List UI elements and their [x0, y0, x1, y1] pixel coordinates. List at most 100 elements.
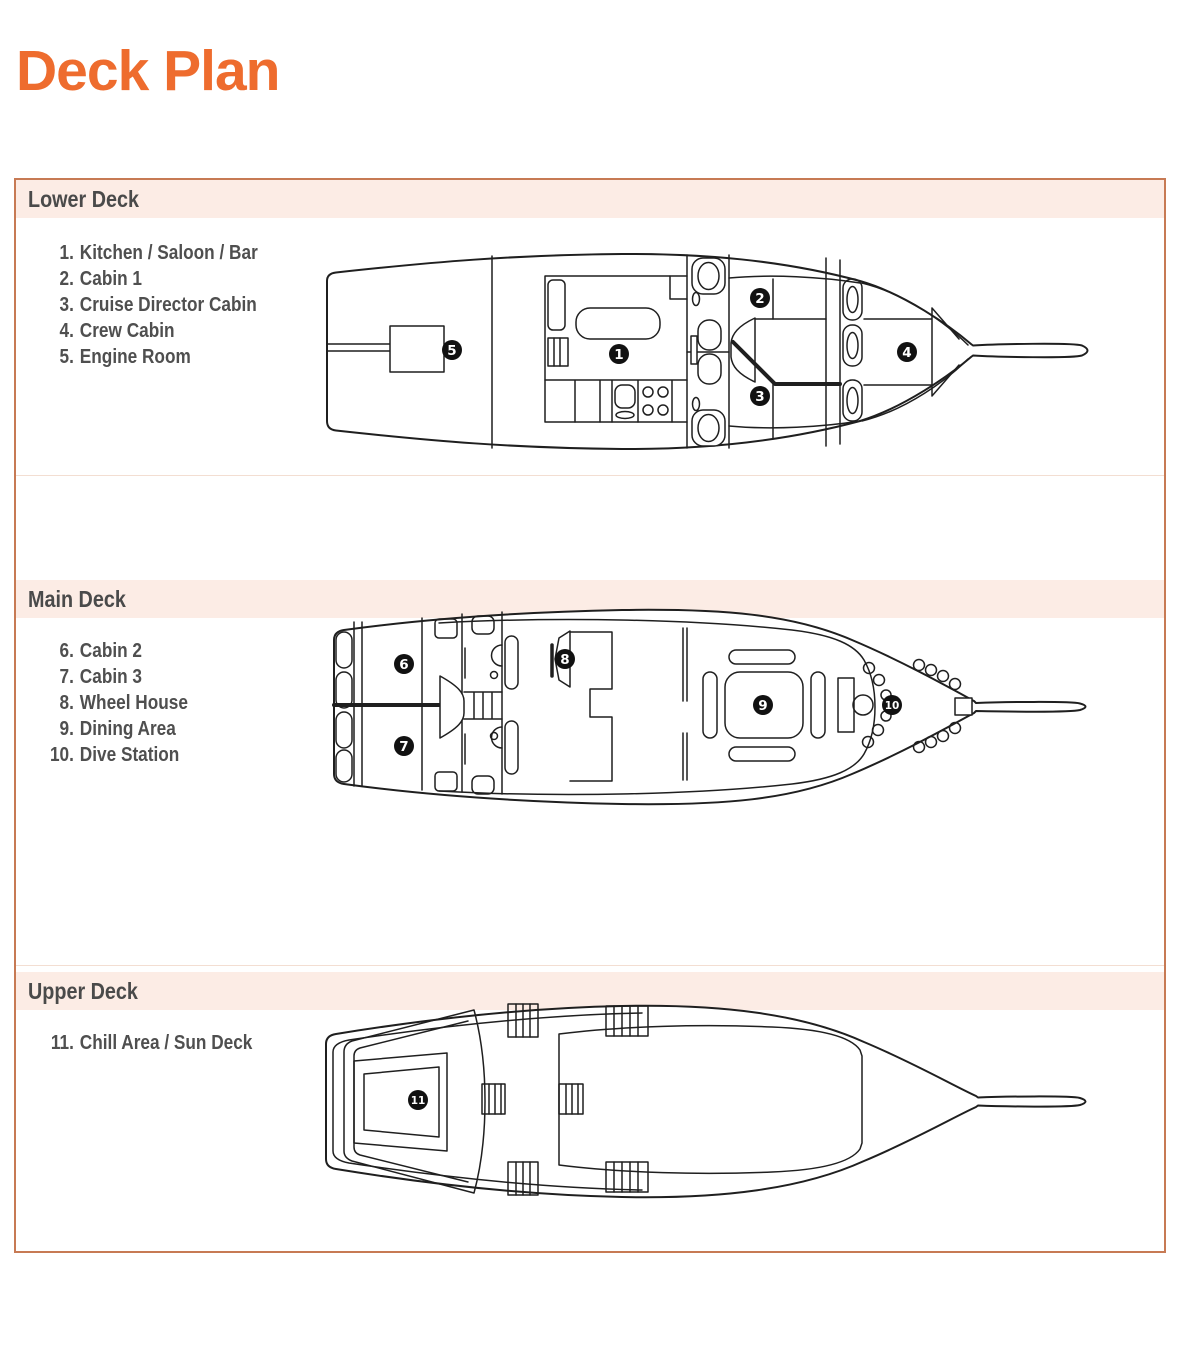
staircase	[463, 691, 503, 720]
stern-seat	[335, 711, 353, 749]
lower-deck-plan-drawing: 1 2 3 4 5	[326, 252, 1089, 451]
saloon-door	[547, 337, 569, 367]
stern-seat	[335, 749, 353, 783]
legend-number: 9.	[59, 717, 74, 740]
legend-label: Crew Cabin	[79, 319, 175, 342]
berth	[842, 379, 863, 422]
legend-number: 2.	[59, 267, 74, 290]
chill-table-inner	[363, 1066, 440, 1138]
deckhouse-walls	[569, 631, 613, 782]
bench	[728, 649, 796, 665]
legend-number: 11.	[50, 1031, 74, 1054]
legend-label: Cabin 3	[79, 665, 142, 688]
bench	[810, 671, 826, 739]
legend-item: 10. Dive Station	[42, 742, 188, 768]
legend-number: 7.	[59, 665, 74, 688]
legend-number: 6.	[59, 639, 74, 662]
stern-seat	[335, 671, 353, 709]
dive-tank	[852, 694, 874, 716]
legend-label: Cruise Director Cabin	[79, 293, 257, 316]
cabin-wall-thick	[731, 340, 842, 386]
svg-text:6: 6	[399, 657, 408, 673]
hatch	[691, 257, 726, 295]
side-locker	[504, 720, 519, 775]
legend-item: 11. Chill Area / Sun Deck	[42, 1030, 252, 1056]
dining-table	[724, 671, 804, 739]
hull-outline	[333, 608, 1087, 806]
stove-burner	[657, 386, 669, 398]
legend-number: 8.	[59, 691, 74, 714]
legend-label: Chill Area / Sun Deck	[79, 1031, 253, 1054]
saloon-table	[575, 307, 661, 340]
stairs-cone	[439, 675, 465, 739]
prop-shaft	[326, 343, 391, 352]
legend-label: Kitchen / Saloon / Bar	[79, 241, 258, 264]
legend-item: 1. Kitchen / Saloon / Bar	[42, 240, 258, 266]
door-arc	[490, 644, 503, 667]
svg-text:9: 9	[758, 698, 767, 714]
legend-item: 2. Cabin 1	[42, 266, 258, 292]
legend-item: 3. Cruise Director Cabin	[42, 292, 258, 318]
wall-recess	[669, 275, 688, 300]
legend-item: 8. Wheel House	[42, 690, 188, 716]
ladder-hatch	[481, 1003, 649, 1196]
door-arc	[490, 726, 503, 749]
berth	[842, 324, 863, 367]
bow-cabin-walls	[863, 307, 960, 397]
legend-number: 1.	[59, 241, 74, 264]
deck-marker: 6 7 8 9 10	[394, 649, 902, 756]
saloon-outline	[544, 275, 688, 423]
inner-hull-bottom	[728, 420, 861, 429]
side-locker	[504, 635, 519, 690]
legend-label: Engine Room	[79, 345, 191, 368]
stern-seat	[335, 631, 353, 669]
section-divider	[16, 965, 1164, 966]
legend-label: Dining Area	[79, 717, 176, 740]
legend-item: 9. Dining Area	[42, 716, 188, 742]
legend-label: Wheel House	[79, 691, 188, 714]
pantry	[547, 279, 566, 331]
bench	[702, 671, 718, 739]
sun-deck-outline	[558, 1024, 863, 1175]
inner-hull-line	[332, 1012, 643, 1191]
legend-upper-deck: 11. Chill Area / Sun Deck	[42, 1030, 252, 1056]
sink	[614, 384, 636, 409]
legend-item: 5. Engine Room	[42, 344, 258, 370]
berth	[842, 278, 863, 321]
legend-item: 7. Cabin 3	[42, 664, 188, 690]
svg-text:11: 11	[411, 1095, 426, 1107]
svg-text:4: 4	[902, 345, 911, 361]
stove-burner	[657, 404, 669, 416]
section-header-lower-deck: Lower Deck	[16, 180, 1164, 218]
deck-marker: 11	[408, 1090, 428, 1110]
bow-inner-hull	[861, 282, 969, 422]
legend-number: 4.	[59, 319, 74, 342]
hatch	[691, 409, 726, 447]
legend-item: 4. Crew Cabin	[42, 318, 258, 344]
upper-deck-plan-drawing: 11	[325, 1003, 1087, 1199]
svg-text:10: 10	[885, 700, 900, 712]
page-title: Deck Plan	[16, 39, 280, 103]
svg-text:2: 2	[755, 291, 764, 307]
section-header-upper-deck: Upper Deck	[16, 972, 1164, 1010]
legend-item: 6. Cabin 2	[42, 638, 188, 664]
svg-text:8: 8	[560, 652, 569, 668]
bow-locker	[954, 697, 973, 716]
stove-burner	[642, 386, 654, 398]
section-title: Upper Deck	[28, 978, 138, 1004]
stove-burner	[642, 404, 654, 416]
svg-text:1: 1	[614, 347, 623, 363]
legend-label: Dive Station	[79, 743, 180, 766]
svg-text:7: 7	[399, 739, 408, 755]
legend-number: 10.	[49, 743, 74, 766]
inner-deck-line	[438, 618, 876, 796]
chill-area-outline	[343, 1009, 486, 1194]
engine-box	[389, 325, 445, 373]
section-title: Lower Deck	[28, 186, 140, 212]
svg-text:5: 5	[447, 343, 456, 359]
legend-number: 5.	[59, 345, 74, 368]
console	[837, 677, 855, 733]
dining-wall	[682, 627, 688, 781]
legend-label: Cabin 1	[79, 267, 142, 290]
wheelhouse-console	[554, 630, 571, 688]
